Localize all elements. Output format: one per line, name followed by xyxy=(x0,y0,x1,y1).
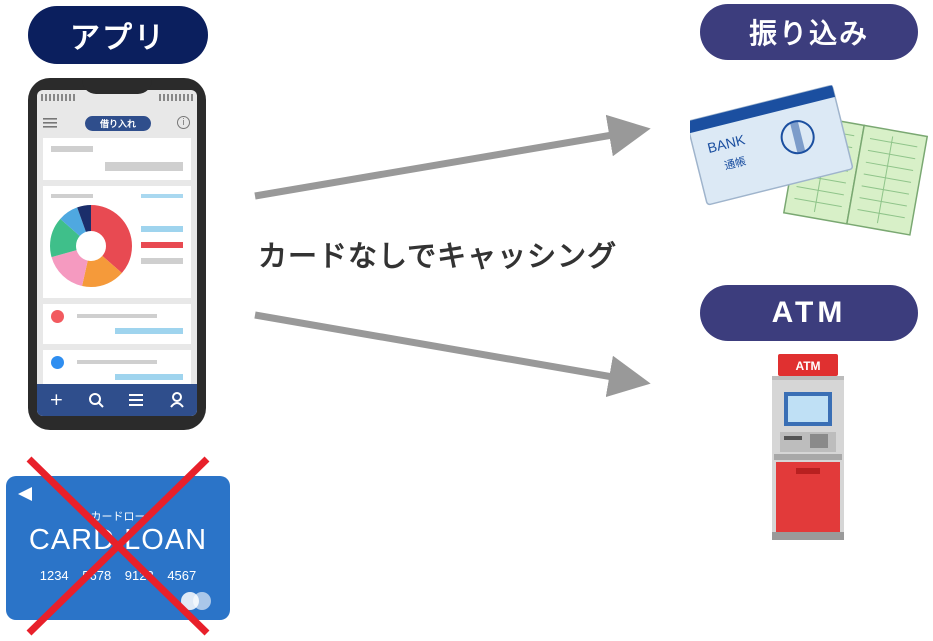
card-brand-text: カードロー xyxy=(90,510,146,523)
user-icon xyxy=(169,392,184,408)
phone-list-item-1 xyxy=(43,304,191,344)
cross-mark-icon xyxy=(26,456,210,636)
phone-header-tag: 借り入れ xyxy=(85,116,151,131)
atm-sign-text: ATM xyxy=(795,359,820,373)
donut-chart-icon xyxy=(50,205,132,287)
caption-text: カードなしでキャッシング xyxy=(258,239,618,273)
search-icon xyxy=(88,393,104,408)
plus-icon: + xyxy=(49,390,64,410)
smartphone-illustration: 借り入れ i xyxy=(28,78,206,430)
passbook-text: 通帳 xyxy=(723,154,748,173)
list-icon xyxy=(129,394,144,406)
triangle-icon xyxy=(18,487,32,501)
phone-bottom-nav: + xyxy=(37,384,197,416)
info-icon: i xyxy=(177,116,190,129)
status-bar-right xyxy=(159,94,193,101)
phone-notch xyxy=(82,78,152,94)
arrow-to-atm xyxy=(254,311,651,398)
phone-screen: 借り入れ i xyxy=(37,90,197,416)
menu-icon xyxy=(43,118,57,128)
bank-passbook-illustration: BANK 通帳 xyxy=(690,85,929,236)
atm-machine-illustration: ATM xyxy=(772,354,844,540)
phone-list-item-2 xyxy=(43,350,191,390)
transfer-label: 振り込み xyxy=(700,4,918,60)
card-number-text: 1234 5678 9123 4567 xyxy=(39,568,197,583)
phone-card-chart xyxy=(43,186,191,298)
arrow-to-transfer xyxy=(254,114,651,200)
app-label: アプリ xyxy=(28,6,208,64)
atm-label: ATM xyxy=(700,285,918,341)
status-bar-left xyxy=(41,94,75,101)
card-logo-icon xyxy=(181,592,211,610)
phone-card-summary xyxy=(43,138,191,180)
